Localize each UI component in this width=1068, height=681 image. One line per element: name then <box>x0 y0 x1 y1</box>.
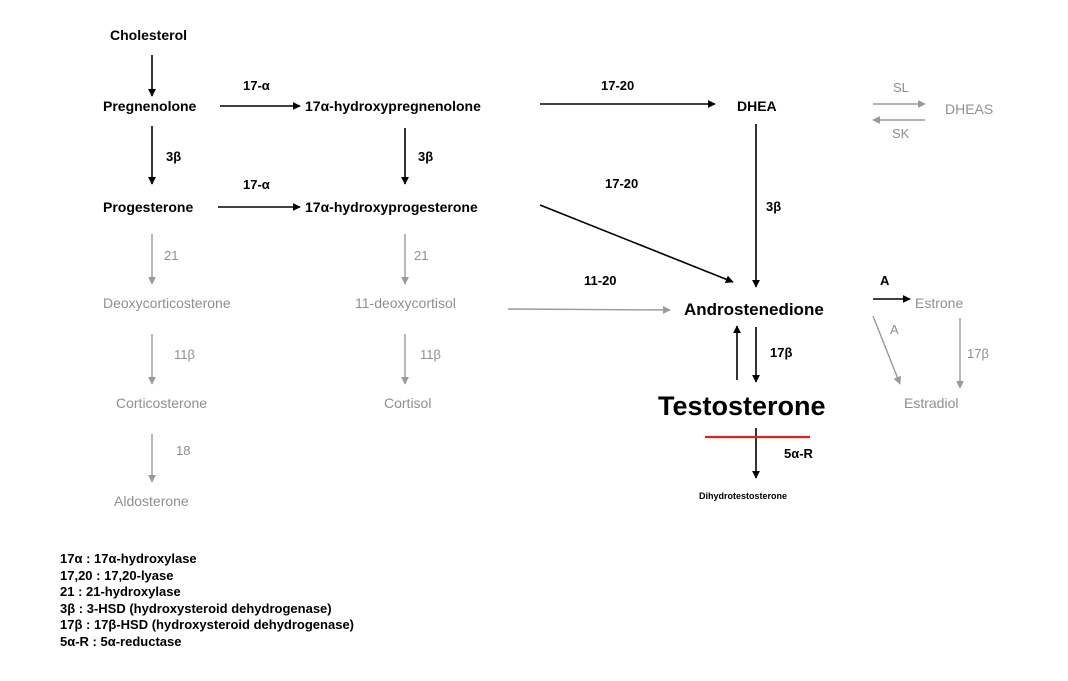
compound-progesterone: Progesterone <box>103 199 193 215</box>
legend-item-21: 21 : 21-hydroxylase <box>60 584 181 599</box>
enzyme-18: 18 <box>176 443 190 458</box>
enzyme-21-mid: 21 <box>414 248 428 263</box>
compound-aldosterone: Aldosterone <box>114 493 189 509</box>
legend-item-17-20: 17,20 : 17,20-lyase <box>60 567 174 583</box>
enzyme-lyase-11: 11-20 <box>584 273 617 288</box>
enzyme-11beta-mid: 11β <box>420 347 441 362</box>
compound-testosterone: Testosterone <box>658 391 826 421</box>
enzyme-3beta-mid: 3β <box>418 149 433 164</box>
enzyme-21-left: 21 <box>164 248 178 263</box>
enzyme-sk: SK <box>892 126 910 141</box>
compound-hydroxypregnenolone: 17α-hydroxypregnenolone <box>305 98 481 114</box>
legend-item-17alpha: 17α : 17α-hydroxylase <box>60 551 197 566</box>
compound-hydroxyprogesterone: 17α-hydroxyprogesterone <box>305 199 478 215</box>
legend-item-3beta: 3β : 3-HSD (hydroxysteroid dehydrogenase… <box>60 600 332 616</box>
arrow-hydroxyprogesterone-androstenedione <box>539 204 734 284</box>
arrow-deoxycortisol-androstenedione <box>507 305 671 314</box>
compound-cholesterol: Cholesterol <box>110 27 187 43</box>
compound-corticosterone: Corticosterone <box>116 395 207 411</box>
arrow-androstenedione-estradiol <box>872 315 902 385</box>
enzyme-17beta-estrone: 17β <box>967 346 989 361</box>
enzyme-aromatase-estrone: A <box>880 273 890 288</box>
compound-dhea: DHEA <box>737 98 777 114</box>
legend: 17α : 17α-hydroxylase 17,20 : 17,20-lyas… <box>60 551 354 650</box>
enzyme-11beta-left: 11β <box>174 347 195 362</box>
enzyme-3beta-left: 3β <box>166 149 181 164</box>
enzyme-17beta-androstenedione: 17β <box>770 345 792 360</box>
compound-estrone: Estrone <box>915 295 963 311</box>
legend-item-5alpha-r: 5α-R : 5α-reductase <box>60 633 182 649</box>
legend-item-17beta: 17β : 17β-HSD (hydroxysteroid dehydrogen… <box>60 617 354 632</box>
compound-dihydrotestosterone: Dihydrotestosterone <box>699 491 787 501</box>
compound-pregnenolone: Pregnenolone <box>103 98 197 114</box>
enzyme-3beta-right: 3β <box>766 199 781 214</box>
enzyme-lyase-androstenedione: 17-20 <box>605 176 638 191</box>
compound-estradiol: Estradiol <box>904 395 958 411</box>
enzyme-sl: SL <box>893 80 909 95</box>
enzyme-17alpha-bottom: 17-α <box>243 177 270 192</box>
compound-deoxycortisol: 11-deoxycortisol <box>355 295 456 311</box>
compound-androstenedione: Androstenedione <box>684 300 824 319</box>
enzyme-17alpha-top: 17-α <box>243 78 270 93</box>
enzyme-lyase-dhea: 17-20 <box>601 78 634 93</box>
enzyme-aromatase-estradiol: A <box>890 322 899 337</box>
compound-cortisol: Cortisol <box>384 395 431 411</box>
compound-deoxycorticosterone: Deoxycorticosterone <box>103 295 231 311</box>
enzyme-5alpha-reductase: 5α-R <box>784 446 814 461</box>
compound-dheas: DHEAS <box>945 101 993 117</box>
